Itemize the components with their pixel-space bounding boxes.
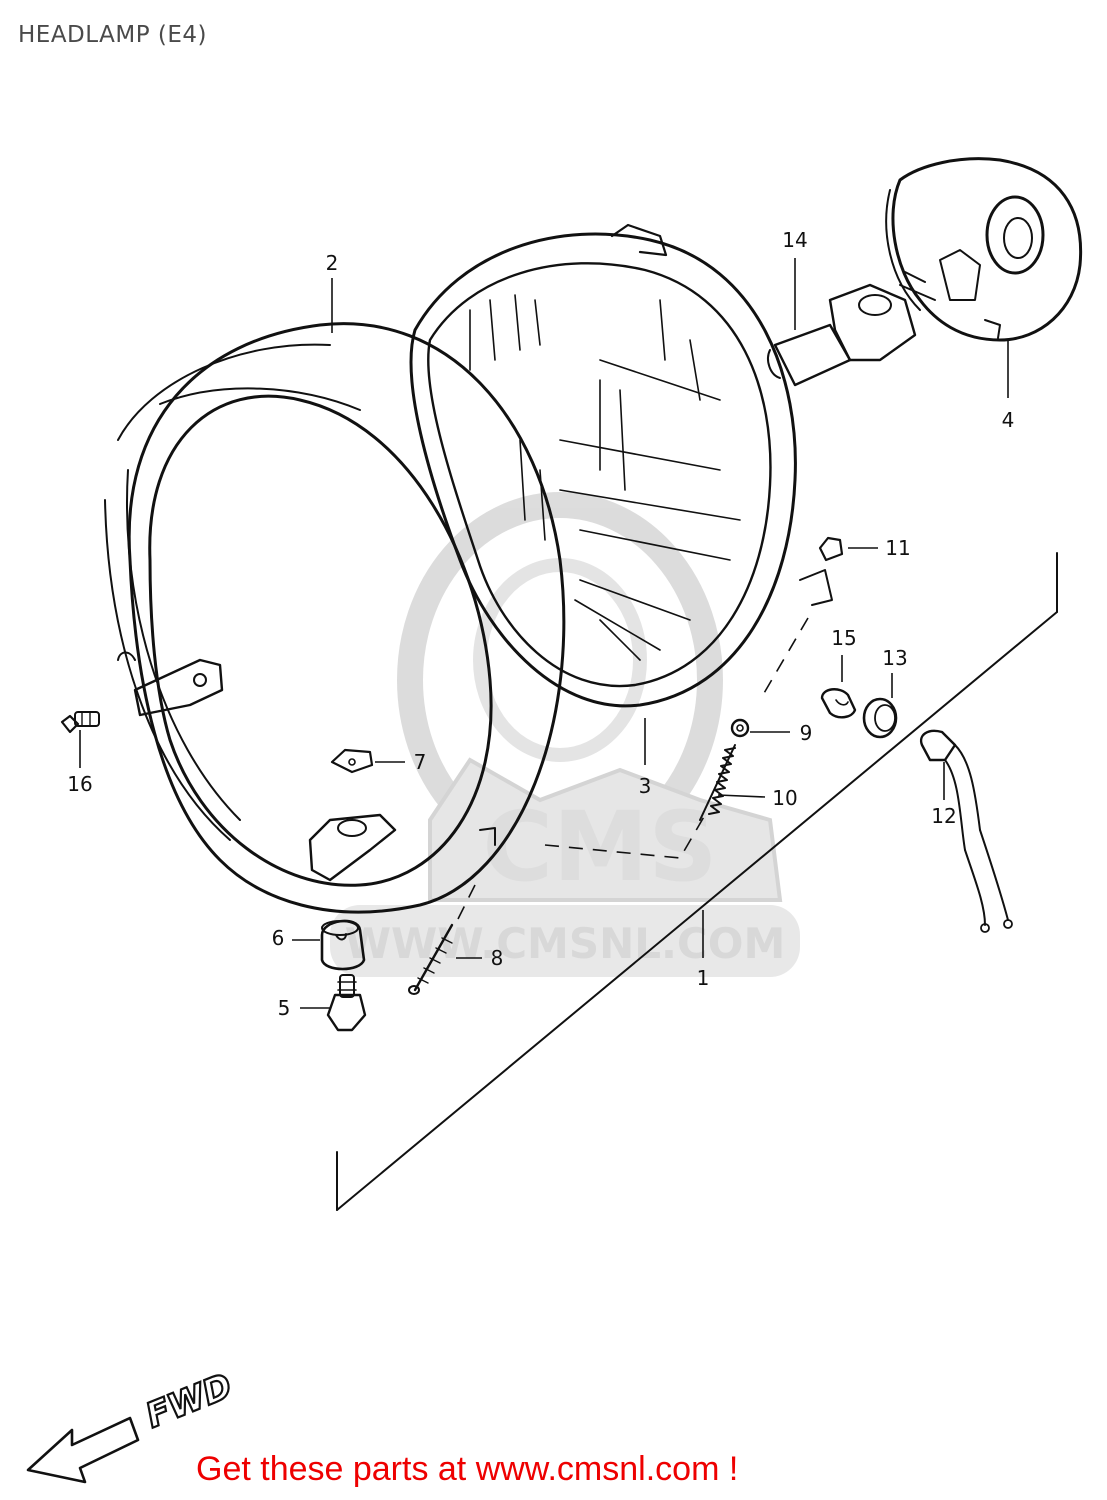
part-label-7[interactable]: 7 [414, 750, 427, 774]
part-9-small-nut [730, 718, 750, 738]
part-13-grommet [862, 697, 898, 739]
get-parts-link[interactable]: Get these parts at www.cmsnl.com ! [196, 1450, 739, 1488]
svg-text:CMS: CMS [482, 791, 717, 903]
part-label-9[interactable]: 9 [800, 721, 813, 745]
cms-watermark-logo: CMS WWW.CMSNL.COM [330, 492, 800, 977]
part-label-14[interactable]: 14 [782, 228, 807, 252]
part-5-adjuster-bolt [326, 974, 367, 1032]
part-3-lens-reflector [409, 223, 833, 708]
part-label-6[interactable]: 6 [272, 926, 285, 950]
part-labels: 1 2 3 4 5 6 7 8 9 10 11 12 13 14 15 16 [67, 228, 1014, 1020]
part-12-socket-wires [919, 729, 1013, 933]
part-label-16[interactable]: 16 [67, 772, 92, 796]
part-label-15[interactable]: 15 [831, 626, 856, 650]
part-label-10[interactable]: 10 [772, 786, 797, 810]
part-10-spring [699, 744, 736, 821]
part-2-headlamp-rim [104, 322, 566, 914]
part-label-1[interactable]: 1 [697, 966, 710, 990]
part-label-3[interactable]: 3 [639, 774, 652, 798]
part-11-clip [818, 536, 844, 562]
part-label-5[interactable]: 5 [278, 996, 291, 1020]
page-title: HEADLAMP (E4) [18, 22, 207, 48]
part-14-bulb [767, 271, 936, 387]
part-4-socket-housing [885, 157, 1083, 342]
assembly-bracket [336, 552, 1058, 1211]
part-6-grommet [320, 919, 366, 971]
part-7-clip-nut [330, 748, 374, 774]
part-label-2[interactable]: 2 [326, 251, 339, 275]
watermark-url-text: WWW.CMSNL.COM [345, 919, 786, 968]
part-label-11[interactable]: 11 [885, 536, 910, 560]
part-label-12[interactable]: 12 [931, 804, 956, 828]
fwd-label: FWD [140, 1366, 237, 1436]
part-16-bolt [60, 711, 100, 734]
part-8-long-screw [408, 923, 454, 995]
part-15-pilot-bulb [820, 688, 857, 719]
leader-lines [79, 258, 1009, 1009]
part-label-13[interactable]: 13 [882, 646, 907, 670]
part-label-4[interactable]: 4 [1002, 408, 1015, 432]
fwd-arrow-icon [26, 1416, 140, 1484]
part-label-8[interactable]: 8 [491, 946, 504, 970]
